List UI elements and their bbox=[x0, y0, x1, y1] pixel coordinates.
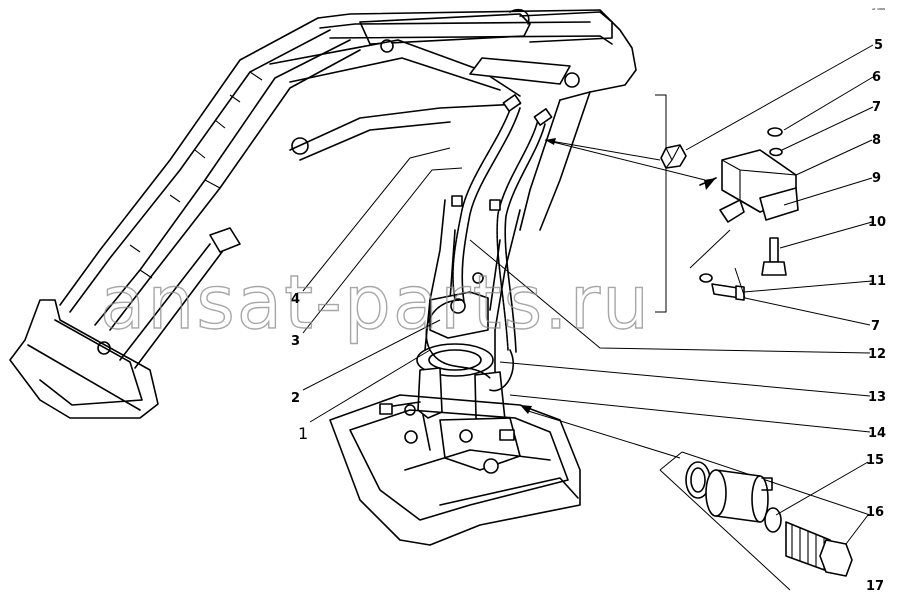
callout-9: 9 bbox=[872, 171, 881, 186]
callout-6: 6 bbox=[872, 70, 881, 85]
watermark: ansat-parts.ru bbox=[100, 260, 651, 346]
callout-13: 13 bbox=[868, 390, 886, 405]
loader-arm-frame bbox=[9, 8, 637, 419]
callout-1: 1 bbox=[298, 424, 308, 443]
corner-mark: ᵃᵗ ¹⁹⁹⁹ bbox=[872, 8, 885, 14]
pin-part-group bbox=[520, 405, 871, 591]
callout-2: 2 bbox=[291, 391, 300, 406]
callout-5: 5 bbox=[874, 38, 883, 53]
callout-12: 12 bbox=[868, 347, 886, 362]
callout-3: 3 bbox=[291, 334, 300, 349]
callout-17: 17 bbox=[866, 579, 884, 594]
exploded-part-group bbox=[544, 94, 799, 313]
callout-4: 4 bbox=[291, 292, 300, 307]
callout-numbers: 1 2 3 4 5 6 7 8 9 10 11 7 12 13 14 15 16… bbox=[291, 38, 886, 594]
callout-8: 8 bbox=[872, 133, 881, 148]
callout-16: 16 bbox=[866, 505, 884, 520]
callout-7-lower: 7 bbox=[871, 319, 880, 334]
callout-10: 10 bbox=[868, 215, 886, 230]
lower-bucket bbox=[329, 394, 581, 546]
callout-15: 15 bbox=[866, 453, 884, 468]
callout-14: 14 bbox=[868, 426, 886, 441]
callout-7-upper: 7 bbox=[872, 100, 881, 115]
center-assembly bbox=[404, 94, 553, 474]
leader-lines bbox=[302, 44, 874, 545]
callout-11: 11 bbox=[868, 274, 886, 289]
